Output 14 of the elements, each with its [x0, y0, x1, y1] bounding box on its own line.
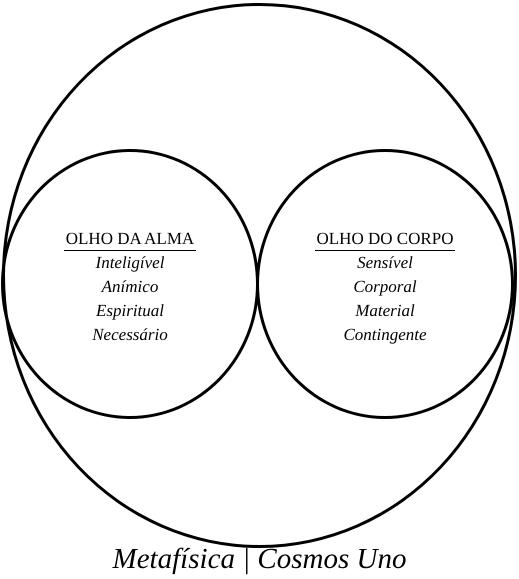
caption: Metafísica | Cosmos Uno — [111, 542, 408, 577]
list-item: Material — [355, 300, 415, 322]
list-item: Necessário — [92, 324, 168, 346]
list-item: Inteligível — [96, 252, 164, 274]
list-item: Corporal — [353, 276, 417, 298]
heading: OLHO DA ALMA — [64, 228, 196, 250]
circle-outline — [256, 149, 514, 419]
list-item: Contingente — [343, 324, 427, 346]
heading: OLHO DO CORPO — [314, 228, 456, 250]
circle-outline — [1, 149, 259, 419]
circle-outline — [2, 3, 517, 548]
list-item: Espiritual — [96, 300, 164, 322]
list-item: Anímico — [102, 276, 158, 298]
list-item: Sensível — [357, 252, 413, 274]
